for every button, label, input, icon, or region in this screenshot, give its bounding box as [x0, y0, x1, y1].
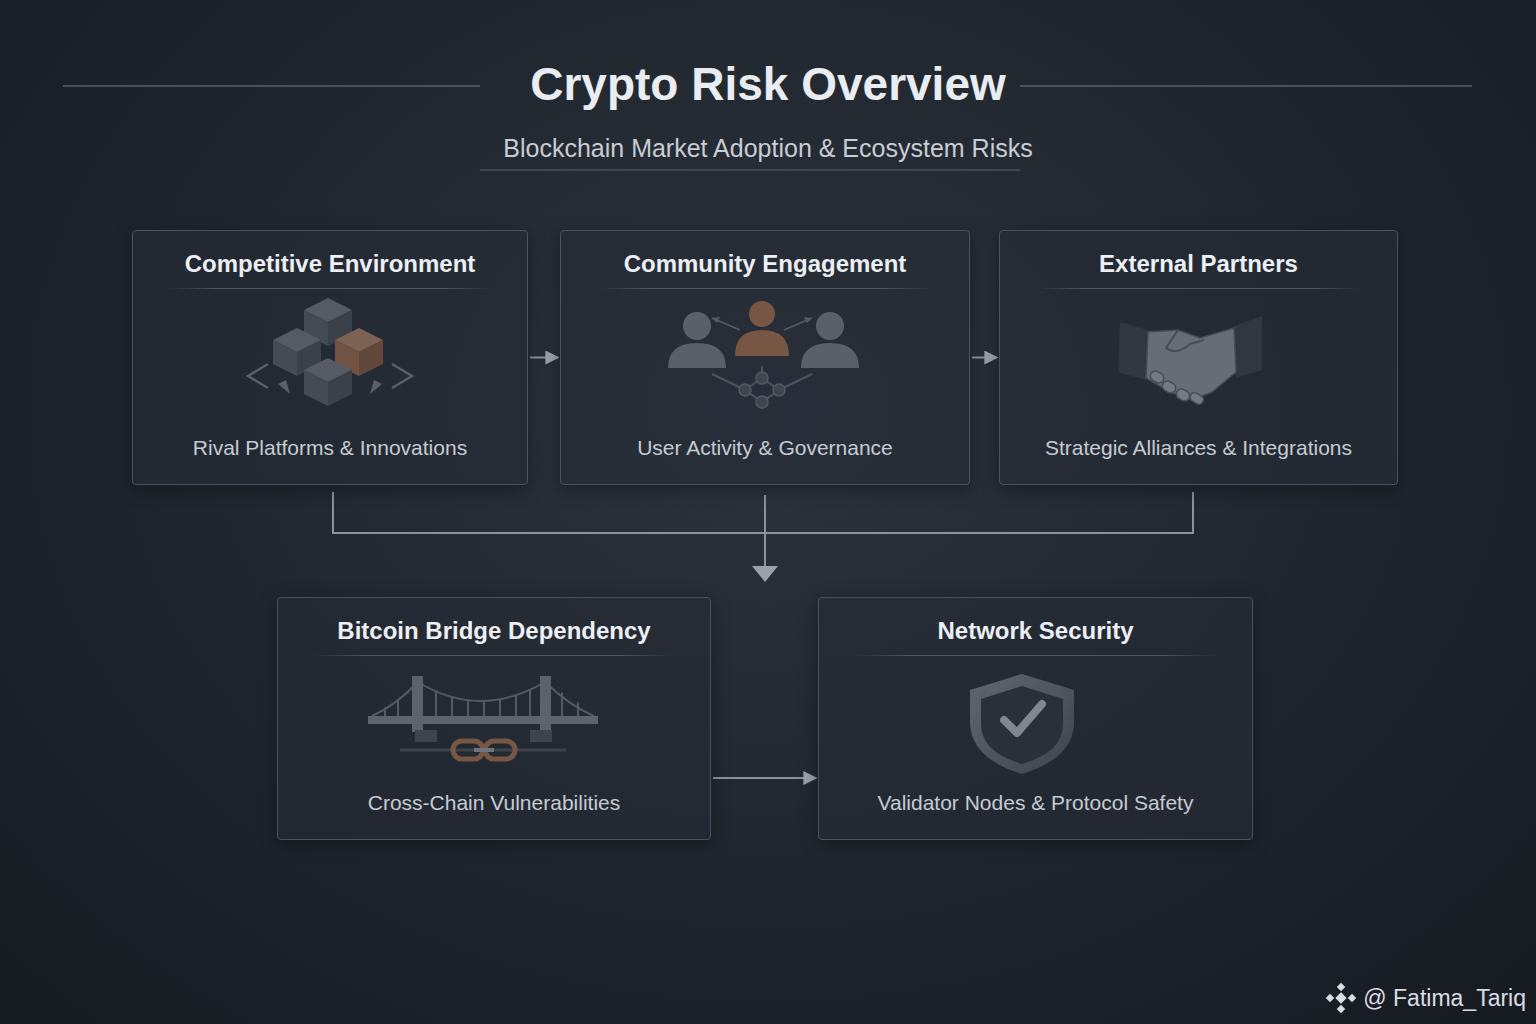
box-caption: Validator Nodes & Protocol Safety: [878, 789, 1194, 839]
bracket-line: [333, 492, 1193, 533]
risk-box: Bitcoin Bridge DependencyCross-Chain Vul…: [277, 597, 711, 840]
divider-line: [596, 288, 934, 289]
rule-line: [63, 85, 480, 87]
bracket-arrow: [764, 495, 766, 574]
watermark: @ Fatima_Tariq: [1363, 983, 1526, 1013]
box-heading: Community Engagement: [624, 231, 907, 280]
box-heading: External Partners: [1099, 231, 1298, 280]
rule-line: [1020, 85, 1472, 87]
divider-line: [1035, 288, 1362, 289]
arrowhead: [752, 566, 778, 582]
risk-box: External PartnersStrategic Alliances & I…: [999, 230, 1398, 485]
flow-arrow: [972, 357, 997, 359]
box-caption: Cross-Chain Vulnerabilities: [368, 789, 621, 839]
box-caption: User Activity & Governance: [637, 434, 893, 484]
risk-box: Network SecurityValidator Nodes & Protoc…: [818, 597, 1253, 840]
merge-bracket: [333, 492, 1193, 582]
divider-line: [854, 655, 1217, 656]
risk-box: Community EngagementUser Activity & Gove…: [560, 230, 970, 485]
flow-arrow: [713, 777, 816, 779]
watermark-logo-part: [1337, 983, 1345, 991]
box-caption: Rival Platforms & Innovations: [193, 434, 467, 484]
watermark-logo-part: [1326, 994, 1334, 1002]
box-heading: Bitcoin Bridge Dependency: [337, 598, 650, 647]
flow-arrow: [530, 357, 558, 359]
divider-line: [313, 655, 675, 656]
box-heading: Network Security: [937, 598, 1133, 647]
title-block: Crypto Risk Overview: [0, 56, 1536, 112]
divider-line: [168, 288, 492, 289]
box-caption: Strategic Alliances & Integrations: [1045, 434, 1352, 484]
watermark-logo-part: [1335, 992, 1346, 1003]
watermark-logo-part: [1337, 1005, 1345, 1013]
subtitle: Blockchain Market Adoption & Ecosystem R…: [0, 132, 1536, 164]
subtitle-underline: [480, 169, 1020, 171]
watermark-logo: [1326, 983, 1356, 1013]
diagram-title: Crypto Risk Overview: [530, 58, 1006, 110]
box-heading: Competitive Environment: [185, 231, 476, 280]
risk-box: Competitive EnvironmentRival Platforms &…: [132, 230, 528, 485]
watermark-logo-part: [1348, 994, 1356, 1002]
